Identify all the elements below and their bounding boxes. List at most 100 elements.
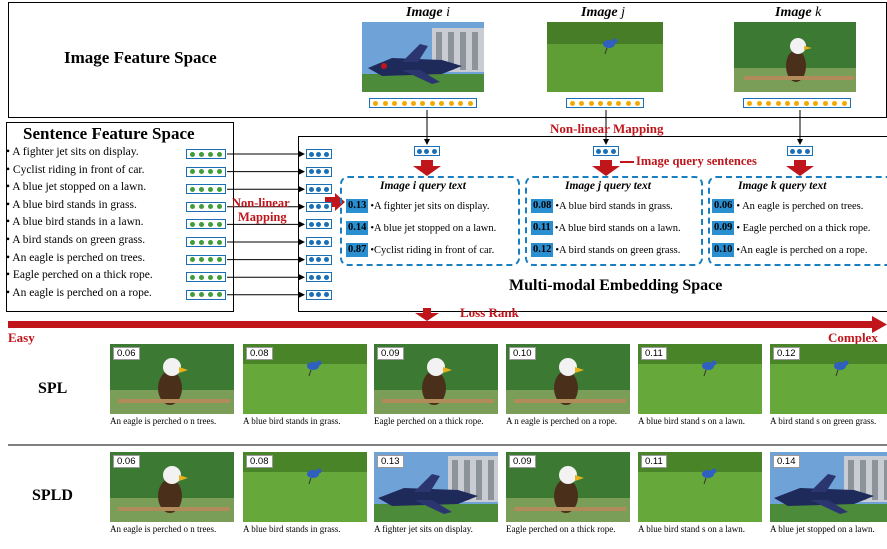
image-feature-space-label: Image Feature Space bbox=[64, 48, 217, 67]
query-row: 0.08•A blue bird stands in grass. bbox=[531, 199, 673, 213]
sentence-feature-vector bbox=[186, 219, 226, 230]
result-score: 0.12 bbox=[773, 347, 800, 360]
spl-row-label: SPL bbox=[38, 380, 68, 397]
query-sentence: •A fighter jet sits on display. bbox=[370, 200, 490, 212]
sentence-feature-vector bbox=[186, 254, 226, 265]
query-score-badge: 0.09 bbox=[712, 221, 735, 235]
nonlinear-mapping-left-label-1: Non-linear bbox=[232, 196, 290, 210]
result-caption: Eagle perched on a thick rope. bbox=[374, 416, 484, 426]
sentence-feature-vector bbox=[186, 237, 226, 247]
sentence-embedded-vector bbox=[306, 289, 332, 300]
sentence-embedded-vector bbox=[306, 254, 332, 265]
sentence-feature-vector bbox=[186, 272, 226, 283]
image-k-thumbnail bbox=[734, 22, 856, 92]
sentence-item: • An eagle is perched on a rope. bbox=[6, 286, 152, 299]
result-score: 0.10 bbox=[509, 347, 536, 360]
query-sentence: •A blue jet stopped on a lawn. bbox=[370, 222, 497, 234]
query-row: 0.09• Eagle perched on a thick rope. bbox=[712, 221, 870, 235]
image-i-feature-vector bbox=[369, 98, 477, 108]
result-caption: A blue jet stopped on a lawn. bbox=[770, 524, 875, 534]
query-row: 0.12•A bird stands on green grass. bbox=[531, 243, 680, 257]
result-thumbnail: 0.14 bbox=[770, 452, 887, 522]
sentence-feature-vector bbox=[186, 184, 226, 195]
image-i-title: Image i bbox=[406, 5, 450, 20]
sentence-item: • A blue bird stands in a lawn. bbox=[6, 216, 144, 229]
result-caption: A n eagle is perched on a rope. bbox=[506, 416, 617, 426]
image-i-thumbnail bbox=[362, 22, 484, 92]
result-score: 0.06 bbox=[113, 455, 140, 468]
image-k-feature-vector bbox=[743, 98, 851, 108]
result-score: 0.09 bbox=[377, 347, 404, 360]
result-score: 0.08 bbox=[246, 455, 273, 468]
query-sentence: •Cyclist riding in front of car. bbox=[370, 244, 495, 256]
nonlinear-mapping-top-label: Non-linear Mapping bbox=[550, 121, 664, 136]
result-score: 0.08 bbox=[246, 347, 273, 360]
query-sentence: •A blue bird stands on a lawn. bbox=[554, 222, 681, 234]
multimodal-embedding-panel bbox=[298, 136, 887, 312]
result-thumbnail: 0.08 bbox=[243, 452, 367, 522]
image-j-title: Image j bbox=[581, 5, 625, 20]
sentence-embedded-vector bbox=[306, 219, 332, 230]
sentence-embedded-vector bbox=[306, 237, 332, 247]
query-sentence: • Eagle perched on a thick rope. bbox=[736, 222, 871, 234]
query-score-badge: 0.14 bbox=[346, 221, 369, 235]
query-score-badge: 0.12 bbox=[531, 243, 554, 257]
query-group-i bbox=[340, 176, 520, 266]
query-score-badge: 0.11 bbox=[531, 221, 553, 235]
result-caption: A blue bird stand s on a lawn. bbox=[638, 524, 745, 534]
result-score: 0.06 bbox=[113, 347, 140, 360]
result-thumbnail: 0.11 bbox=[638, 452, 762, 522]
query-row: 0.87•Cyclist riding in front of car. bbox=[346, 243, 494, 257]
query-group-title: Image k query text bbox=[738, 180, 827, 192]
image-k-embedded-vector bbox=[787, 146, 813, 156]
result-thumbnail: 0.09 bbox=[374, 344, 498, 414]
result-thumbnail: 0.12 bbox=[770, 344, 887, 414]
result-thumbnail: 0.06 bbox=[110, 344, 234, 414]
result-thumbnail: 0.10 bbox=[506, 344, 630, 414]
sentence-item: • An eagle is perched on trees. bbox=[6, 251, 146, 264]
image-j-embedded-vector bbox=[593, 146, 619, 156]
sentence-feature-vector bbox=[186, 289, 226, 300]
sentence-embedded-vector bbox=[306, 149, 332, 159]
result-thumbnail: 0.11 bbox=[638, 344, 762, 414]
result-caption: A bird stand s on green grass. bbox=[770, 416, 877, 426]
result-caption: An eagle is perched o n trees. bbox=[110, 416, 217, 426]
image-i-embedded-vector bbox=[414, 146, 440, 156]
query-sentence: • An eagle is perched on trees. bbox=[736, 200, 864, 212]
easy-label: Easy bbox=[8, 330, 35, 345]
sentence-item: • Cyclist riding in front of car. bbox=[6, 163, 145, 176]
image-k-title: Image k bbox=[775, 5, 822, 20]
query-row: 0.10•An eagle is perched on a rope. bbox=[712, 243, 867, 257]
query-group-j bbox=[525, 176, 703, 266]
result-score: 0.09 bbox=[509, 455, 536, 468]
result-score: 0.11 bbox=[641, 347, 667, 360]
sentence-feature-vector bbox=[186, 149, 226, 159]
multimodal-embedding-label: Multi-modal Embedding Space bbox=[509, 277, 723, 294]
result-caption: A blue bird stands in grass. bbox=[243, 524, 341, 534]
image-j-feature-vector bbox=[566, 98, 644, 108]
sentence-feature-space-label: Sentence Feature Space bbox=[23, 124, 195, 143]
result-thumbnail: 0.08 bbox=[243, 344, 367, 414]
result-caption: A blue bird stands in grass. bbox=[243, 416, 341, 426]
sentence-item: • A blue bird stands in grass. bbox=[6, 198, 137, 211]
result-caption: A fighter jet sits on display. bbox=[374, 524, 473, 534]
query-score-badge: 0.13 bbox=[346, 199, 369, 213]
query-score-badge: 0.87 bbox=[346, 243, 369, 257]
sentence-feature-vector bbox=[186, 201, 226, 212]
query-score-badge: 0.06 bbox=[712, 199, 735, 213]
query-score-badge: 0.10 bbox=[712, 243, 735, 257]
image-query-sentences-label: Image query sentences bbox=[636, 154, 757, 168]
result-score: 0.14 bbox=[773, 455, 800, 468]
sentence-feature-vector bbox=[186, 166, 226, 177]
result-caption: Eagle perched on a thick rope. bbox=[506, 524, 616, 534]
sentence-item: • Eagle perched on a thick rope. bbox=[6, 269, 153, 282]
image-j-thumbnail bbox=[547, 22, 663, 92]
result-caption: An eagle is perched o n trees. bbox=[110, 524, 217, 534]
nonlinear-mapping-left-label-2: Mapping bbox=[238, 210, 287, 224]
result-thumbnail: 0.09 bbox=[506, 452, 630, 522]
query-row: 0.11•A blue bird stands on a lawn. bbox=[531, 221, 681, 235]
sentence-embedded-vector bbox=[306, 166, 332, 177]
query-sentence: •A blue bird stands in grass. bbox=[555, 200, 673, 212]
sentence-embedded-vector bbox=[306, 201, 332, 212]
query-group-title: Image j query text bbox=[565, 180, 651, 192]
